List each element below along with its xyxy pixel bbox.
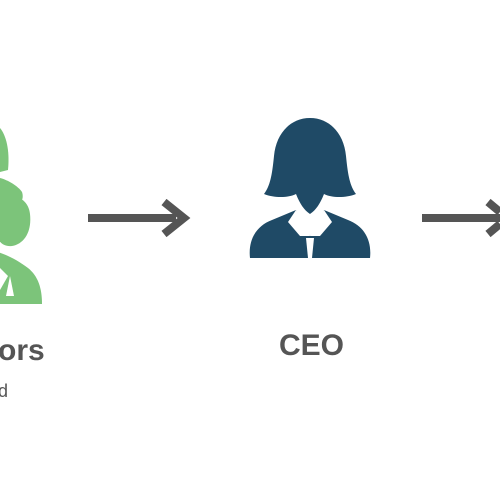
node-sublabel-left: d <box>0 381 9 401</box>
node-label-left: ors <box>0 334 45 367</box>
node-label-center: CEO <box>279 329 345 362</box>
